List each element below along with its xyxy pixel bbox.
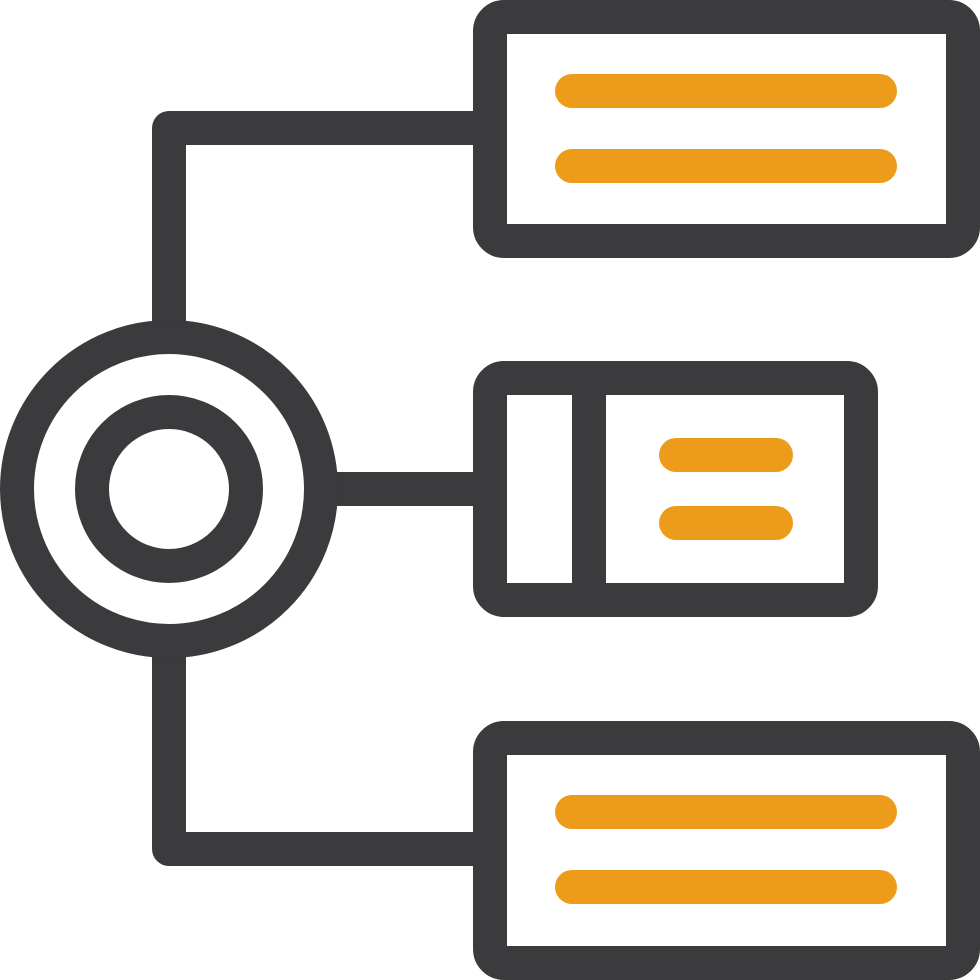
top-connector-line xyxy=(152,111,490,325)
bottom-connector-line xyxy=(152,653,490,866)
bottom-box-frame xyxy=(473,721,980,980)
bottom-box xyxy=(473,721,980,980)
root-outer-ring xyxy=(0,320,338,658)
root-inner-ring xyxy=(75,395,263,583)
connector-lines xyxy=(152,111,490,866)
root-node xyxy=(0,320,338,658)
top-box-frame xyxy=(473,0,980,258)
top-box xyxy=(473,0,980,258)
middle-box xyxy=(473,361,878,617)
middle-box-frame xyxy=(473,361,878,617)
